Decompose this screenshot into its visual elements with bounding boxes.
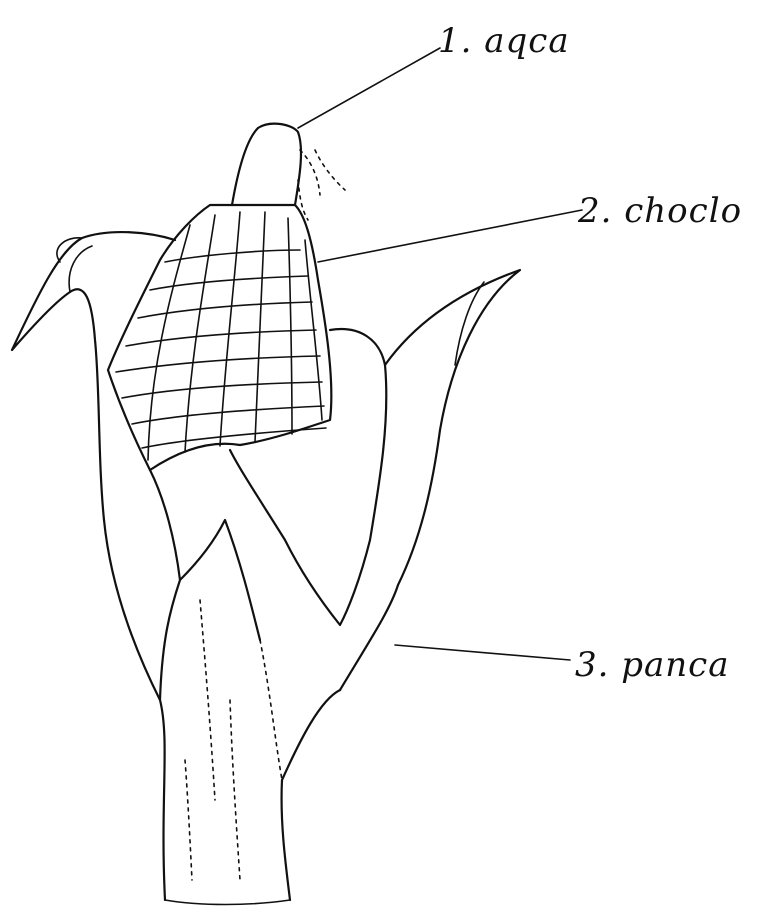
leader-line-panca <box>395 645 570 660</box>
lower-husk <box>104 520 165 900</box>
leader-line-aqca <box>298 48 440 128</box>
stalk-base <box>165 900 290 905</box>
silk-tip <box>232 124 301 205</box>
inner-husk-detail <box>185 600 282 880</box>
label-panca: 3. panca <box>575 645 730 685</box>
right-husk-leaf <box>340 270 520 690</box>
kernel-grid <box>116 212 326 460</box>
inner-husk-right <box>230 329 386 625</box>
label-aqca: 1. aqca <box>438 21 570 61</box>
right-husk-inner <box>455 282 484 365</box>
left-husk-tip <box>57 238 92 292</box>
corn-ear-drawing <box>12 48 582 905</box>
stalk-right <box>282 690 340 900</box>
left-husk-leaf <box>12 232 175 520</box>
leader-line-choclo <box>318 210 582 262</box>
silk-strands <box>298 150 345 220</box>
label-choclo: 2. choclo <box>577 191 742 231</box>
